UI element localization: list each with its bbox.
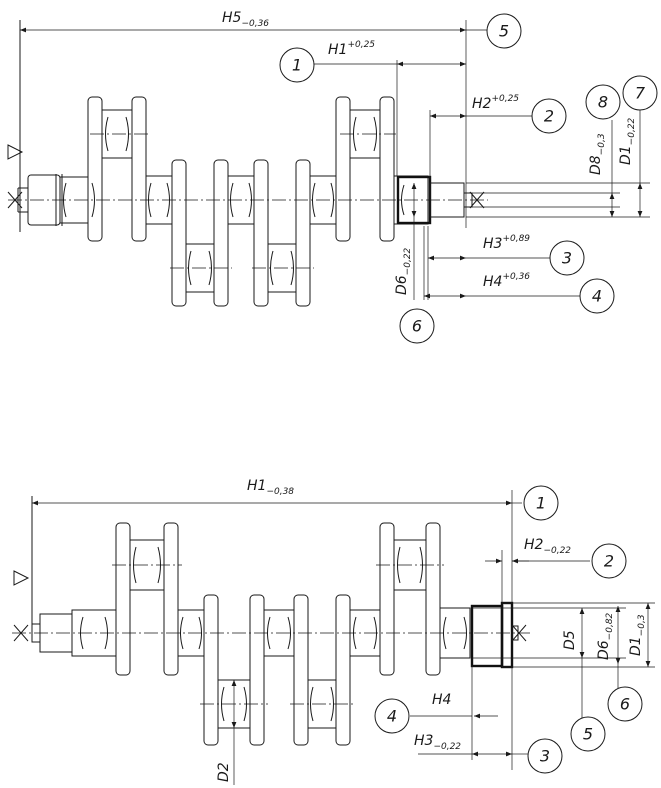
bottom-dimensions: H1−0,38 H2−0,22 H4 H3−0,22 D5 D6−0,82 D1… bbox=[32, 478, 655, 785]
top-h3-label: H3+0,89 bbox=[483, 234, 530, 252]
bottom-bubble-3: 3 bbox=[540, 747, 550, 766]
bottom-bubble-4: 4 bbox=[387, 707, 397, 726]
top-bubble-5: 5 bbox=[499, 22, 509, 41]
top-h2-label: H2+0,25 bbox=[472, 94, 519, 112]
top-bubble-3: 3 bbox=[562, 249, 572, 268]
bottom-d6-label: D6−0,82 bbox=[596, 612, 615, 660]
bottom-callouts: 1 2 4 3 5 6 bbox=[374, 485, 643, 774]
bottom-bubble-2: 2 bbox=[604, 552, 614, 571]
top-d8-label: D8−0,3 bbox=[588, 133, 607, 175]
top-h5-label: H5−0,36 bbox=[222, 10, 269, 29]
top-crankshaft bbox=[7, 20, 488, 307]
bottom-h3-label: H3−0,22 bbox=[414, 733, 461, 752]
bottom-h2-label: H2−0,22 bbox=[524, 537, 571, 556]
top-bubble-6: 6 bbox=[412, 317, 422, 336]
bottom-bubble-6: 6 bbox=[620, 695, 630, 714]
top-bubble-2: 2 bbox=[544, 107, 554, 126]
top-h4-label: H4+0,36 bbox=[483, 272, 530, 290]
bottom-bubble-1: 1 bbox=[536, 494, 546, 513]
bottom-bubble-5: 5 bbox=[583, 725, 593, 744]
top-dimensions: H5−0,36 H1+0,25 H2+0,25 H3+0,89 H4+0,36 … bbox=[20, 10, 650, 300]
top-d1-label: D1−0,22 bbox=[618, 117, 637, 165]
bottom-d5-label: D5 bbox=[562, 630, 578, 650]
top-bubble-7: 7 bbox=[635, 84, 646, 103]
top-callouts: 5 1 2 8 7 3 4 6 bbox=[279, 13, 658, 344]
top-h1-label: H1+0,25 bbox=[328, 40, 375, 58]
bottom-h1-label: H1−0,38 bbox=[247, 478, 294, 497]
top-bubble-1: 1 bbox=[292, 56, 302, 75]
top-bubble-4: 4 bbox=[592, 287, 602, 306]
bottom-d2-label: D2 bbox=[216, 762, 232, 782]
bottom-h4-label: H4 bbox=[432, 692, 451, 708]
top-d6-label: D6−0,22 bbox=[394, 247, 413, 295]
top-bubble-8: 8 bbox=[598, 93, 608, 112]
bottom-d1-label: D1−0,3 bbox=[628, 614, 647, 656]
bottom-crankshaft bbox=[12, 496, 530, 746]
